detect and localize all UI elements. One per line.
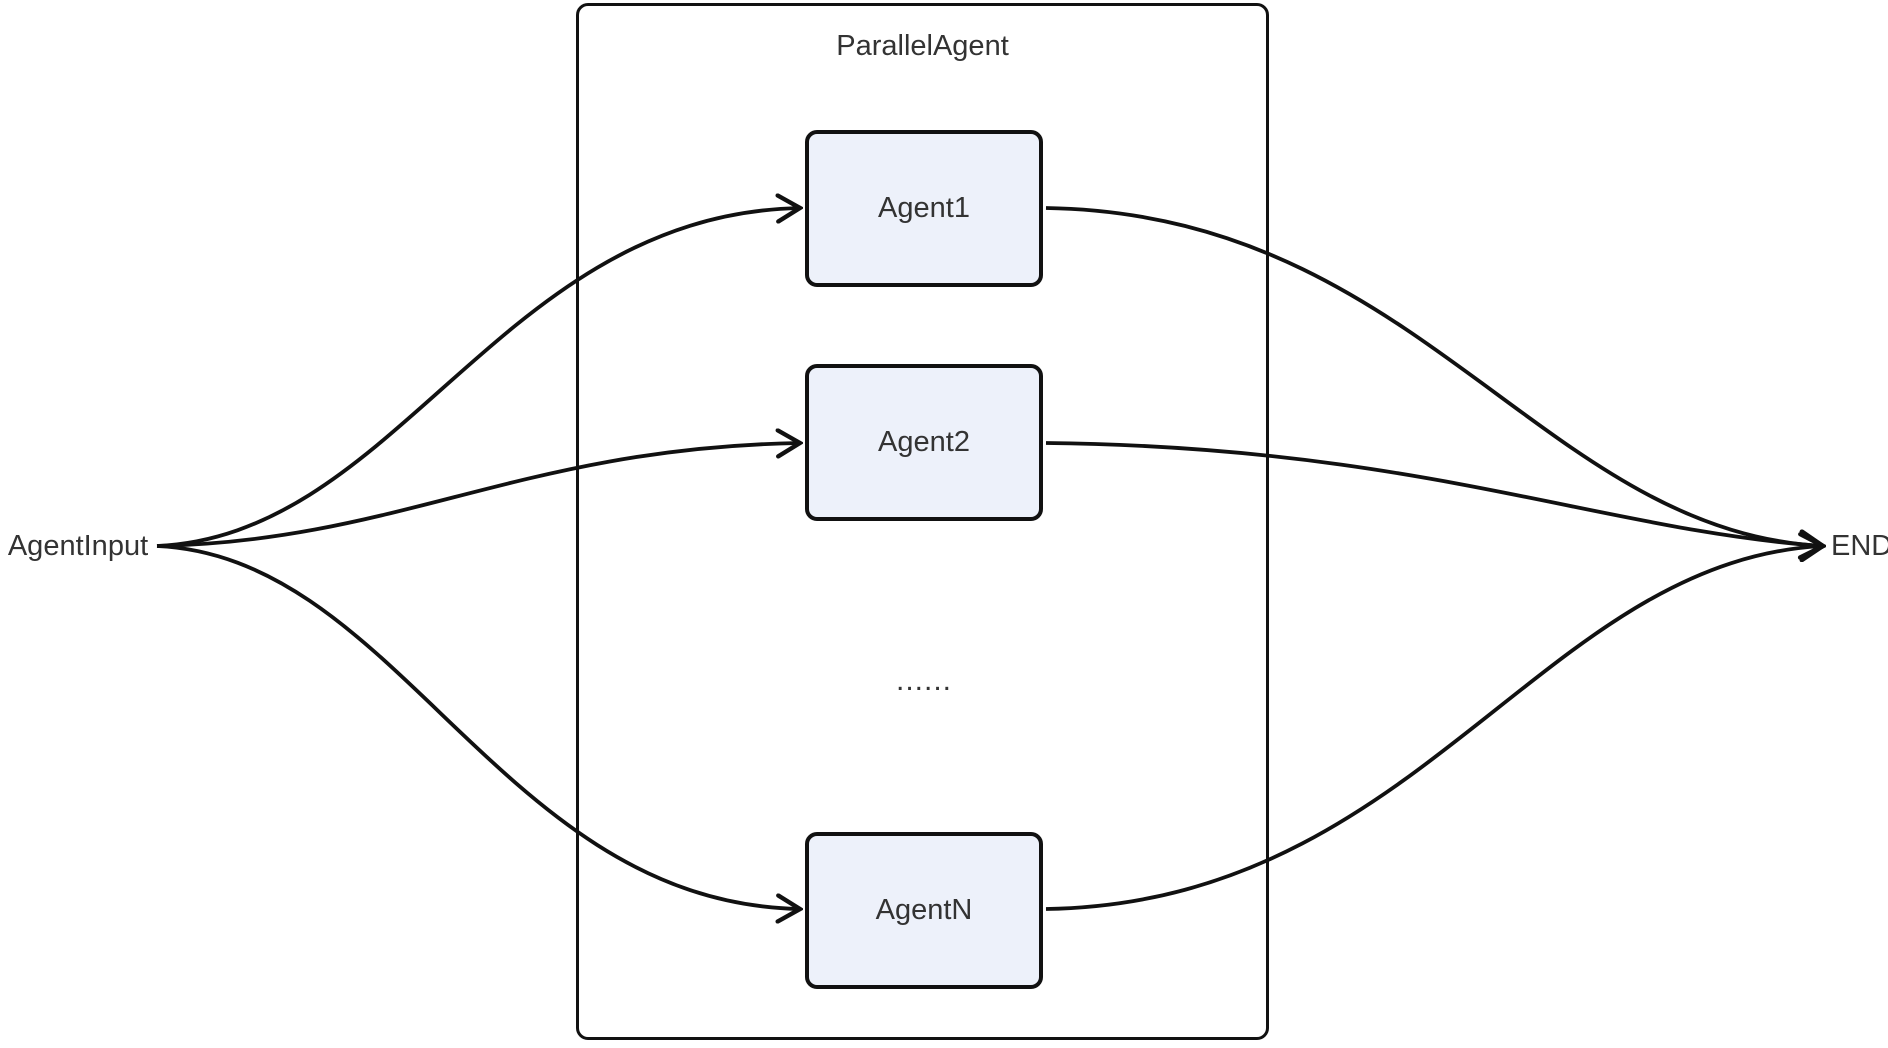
subgraph-title: ParallelAgent [836, 30, 1009, 62]
node-agentn: AgentN [805, 832, 1043, 989]
node-agentn-label: AgentN [875, 894, 973, 926]
agent-input-label: AgentInput [7, 530, 149, 562]
end-label: END [1831, 530, 1888, 562]
node-agent2: Agent2 [805, 364, 1043, 521]
node-agent2-label: Agent2 [878, 426, 970, 458]
node-agent1-label: Agent1 [878, 192, 970, 224]
ellipsis-label: ...... [895, 664, 952, 697]
node-agent1: Agent1 [805, 130, 1043, 287]
